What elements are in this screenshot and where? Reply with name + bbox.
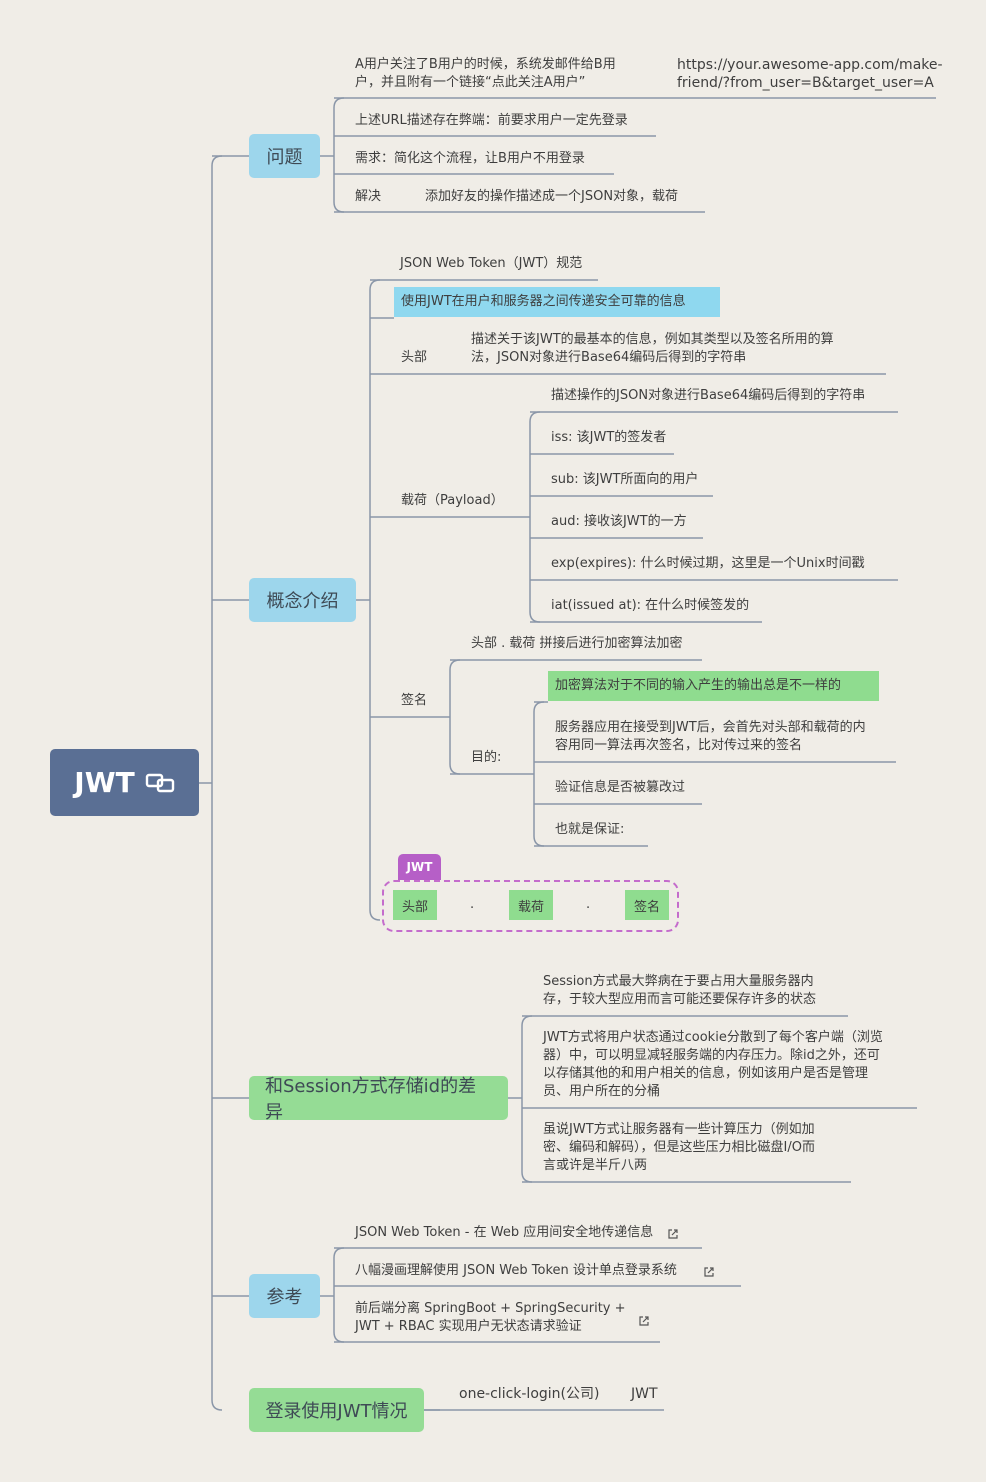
payload-item[interactable]: iss: 该JWT的签发者 [551,430,667,445]
problem-url-line-2: friend/?from_user=B&target_user=A [677,75,934,91]
external-link-icon[interactable] [667,1228,678,1239]
goal-item-3[interactable]: 验证信息是否被篡改过 [555,780,686,795]
session-item-1-line-1: Session方式最大弊病在于要占用大量服务器内 [543,974,814,989]
concept-payload-label[interactable]: 载荷（Payload） [401,493,504,508]
branch-session[interactable]: 和Session方式存储id的差异 [249,1076,508,1123]
concept-header-detail[interactable]: 描述关于该JWT的最基本的信息，例如其类型以及签名所用的算 法，JSON对象进行… [471,331,834,367]
branch-concept[interactable]: 概念介绍 [249,578,356,622]
session-item-3-line-3: 言或许是半斤八两 [543,1158,648,1173]
reference-link-3-line-1: 前后端分离 SpringBoot + SpringSecurity + [355,1301,626,1316]
goal-item-2-line-1: 服务器应用在接受到JWT后，会首先对头部和载荷的内 [555,720,866,735]
branch-problem-label: 问题 [266,147,303,168]
reference-link-1-text: JSON Web Token - 在 Web 应用间安全地传递信息 [355,1225,654,1240]
branch-references[interactable]: 参考 [249,1274,320,1318]
login-item[interactable]: one-click-login(公司) [459,1386,600,1402]
concept-header-line-1: 描述关于该JWT的最基本的信息，例如其类型以及签名所用的算 [471,332,834,347]
problem-item-1[interactable]: A用户关注了B用户的时候，系统发邮件给B用 户，并且附有一个链接“点此关注A用户… [355,56,616,92]
login-item-detail[interactable]: JWT [631,1386,658,1402]
jwt-part-payload[interactable]: 载荷 [509,890,553,920]
goal-item-1[interactable]: 加密算法对于不同的输入产生的输出总是不一样的 [548,671,879,701]
concept-header-line-2: 法，JSON对象进行Base64编码后得到的字符串 [471,350,747,365]
concept-purpose[interactable]: 使用JWT在用户和服务器之间传递安全可靠的信息 [394,287,720,317]
problem-item-1-url[interactable]: https://your.awesome-app.com/make- frien… [677,56,943,92]
payload-item[interactable]: aud: 接收该JWT的一方 [551,514,687,529]
reference-link-1[interactable]: JSON Web Token - 在 Web 应用间安全地传递信息 [355,1224,678,1242]
jwt-part-header[interactable]: 头部 [393,890,437,920]
problem-item-1-line-2: 户，并且附有一个链接“点此关注A用户” [355,75,586,90]
payload-item[interactable]: iat(issued at): 在什么时候签发的 [551,598,750,613]
signature-desc[interactable]: 头部 . 载荷 拼接后进行加密算法加密 [471,636,683,651]
concept-spec[interactable]: JSON Web Token（JWT）规范 [400,256,583,271]
reference-link-2[interactable]: 八幅漫画理解使用 JSON Web Token 设计单点登录系统 [355,1262,714,1280]
session-item-2-line-4: 员、用户所在的分桶 [543,1084,661,1099]
problem-item-1-line-1: A用户关注了B用户的时候，系统发邮件给B用 [355,57,616,72]
reference-link-3-line-2: JWT + RBAC 实现用户无状态请求验证 [355,1319,582,1334]
payload-item[interactable]: exp(expires): 什么时候过期，这里是一个Unix时间戳 [551,556,865,571]
goal-item-2-line-2: 容用同一算法再次签名，比对传过来的签名 [555,738,803,753]
problem-item-4-detail[interactable]: 添加好友的操作描述成一个JSON对象，载荷 [425,189,679,204]
jwt-structure-boundary [382,880,679,932]
signature-goal-label[interactable]: 目的: [471,750,502,765]
problem-item-4-label[interactable]: 解决 [355,189,382,204]
session-item-2[interactable]: JWT方式将用户状态通过cookie分散到了每个客户端（浏览 器）中，可以明显减… [543,1029,883,1101]
session-item-2-line-2: 器）中，可以明显减轻服务端的内存压力。除id之外，还可 [543,1048,880,1063]
goal-item-4[interactable]: 也就是保证: [555,822,625,837]
session-item-3-line-2: 密、编码和解码），但是这些压力相比磁盘I/O而 [543,1140,815,1155]
session-item-1-line-2: 存，于较大型应用而言可能还要保存许多的状态 [543,992,817,1007]
branch-references-label: 参考 [266,1287,303,1308]
jwt-structure-tag[interactable]: JWT [398,854,441,880]
branch-concept-label: 概念介绍 [266,591,339,612]
reference-link-3[interactable]: 前后端分离 SpringBoot + SpringSecurity + JWT … [355,1300,626,1336]
branch-session-label: 和Session方式存储id的差异 [265,1076,477,1123]
external-link-icon[interactable] [703,1266,714,1277]
branch-login[interactable]: 登录使用JWT情况 [249,1388,424,1432]
branch-login-label: 登录使用JWT情况 [265,1401,408,1422]
jwt-dot-1: . [470,897,475,912]
problem-item-3[interactable]: 需求：简化这个流程，让B用户不用登录 [355,151,585,166]
session-item-3-line-1: 虽说JWT方式让服务器有一些计算压力（例如加 [543,1122,815,1137]
concept-header-label[interactable]: 头部 [401,350,428,365]
root-node[interactable]: JWT [50,749,199,816]
reference-link-2-text: 八幅漫画理解使用 JSON Web Token 设计单点登录系统 [355,1263,677,1278]
payload-item[interactable]: sub: 该JWT所面向的用户 [551,472,699,487]
jwt-part-signature[interactable]: 签名 [625,890,669,920]
goal-item-2[interactable]: 服务器应用在接受到JWT后，会首先对头部和载荷的内 容用同一算法再次签名，比对传… [555,719,866,755]
session-item-2-line-3: 以存储其他的和用户相关的信息，例如该用户是否是管理 [543,1066,869,1081]
jwt-dot-2: . [586,897,591,912]
session-item-2-line-1: JWT方式将用户状态通过cookie分散到了每个客户端（浏览 [543,1030,883,1045]
problem-url-line-1: https://your.awesome-app.com/make- [677,57,943,73]
concept-signature-label[interactable]: 签名 [401,693,428,708]
external-link-icon[interactable] [638,1312,649,1326]
payload-item[interactable]: 描述操作的JSON对象进行Base64编码后得到的字符串 [551,388,866,403]
root-title: JWT [74,766,135,799]
problem-item-2[interactable]: 上述URL描述存在弊端：前要求用户一定先登录 [355,113,628,128]
link-icon[interactable] [145,772,175,794]
session-item-1[interactable]: Session方式最大弊病在于要占用大量服务器内 存，于较大型应用而言可能还要保… [543,973,816,1009]
branch-problem[interactable]: 问题 [249,134,320,178]
session-item-3[interactable]: 虽说JWT方式让服务器有一些计算压力（例如加 密、编码和解码），但是这些压力相比… [543,1121,815,1175]
